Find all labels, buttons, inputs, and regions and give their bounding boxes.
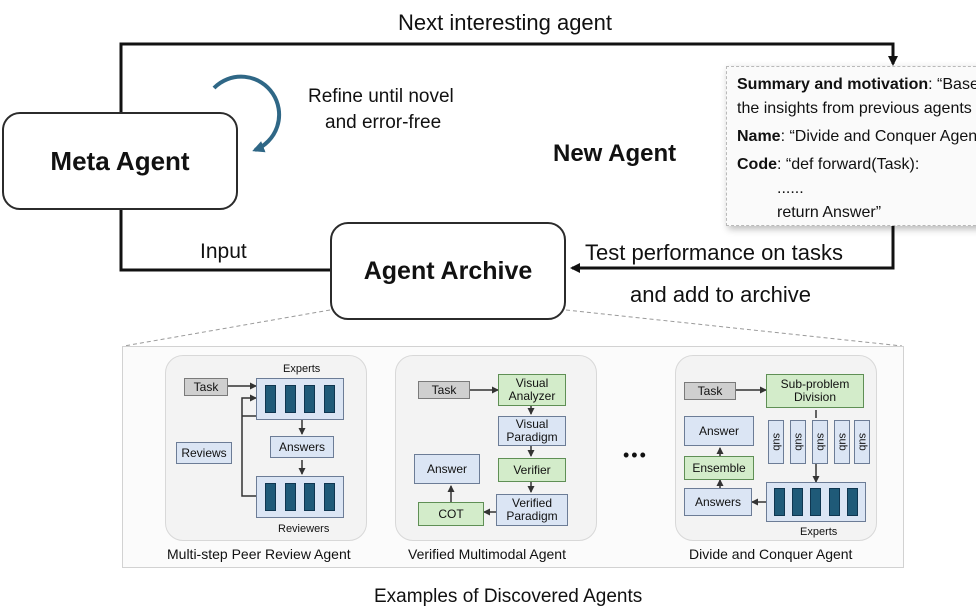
- reviewer-block: [304, 483, 316, 511]
- visual-paradigm-box: Visual Paradigm: [498, 416, 566, 446]
- experts-label: Experts: [800, 526, 838, 538]
- answers-box: Answers: [684, 488, 752, 516]
- cot-box: COT: [418, 502, 484, 526]
- code-return: return Answer”: [777, 204, 882, 221]
- refine-loop-arrow: [212, 74, 282, 153]
- divide-conquer-card: Task Sub-problem Division sub sub sub su…: [675, 355, 877, 541]
- more-agents-ellipsis: •••: [623, 445, 648, 465]
- answer-box: Answer: [414, 454, 480, 484]
- agent-archive-node: Agent Archive: [330, 222, 566, 320]
- visual-analyzer-box: Visual Analyzer: [498, 374, 566, 406]
- meta-agent-label: Meta Agent: [50, 145, 190, 176]
- verified-paradigm-box: Verified Paradigm: [496, 494, 568, 526]
- multimodal-card: Task Visual Analyzer Visual Paradigm Ver…: [395, 355, 597, 541]
- reviewers-group: [256, 476, 344, 518]
- code-dots: ......: [777, 180, 804, 197]
- experts-group: [766, 482, 866, 522]
- summary-key: Summary and motivation: [737, 76, 929, 93]
- expert-block: [284, 385, 296, 413]
- expert-block: [810, 488, 822, 516]
- examples-caption: Examples of Discovered Agents: [374, 586, 643, 607]
- expert-block: [792, 488, 804, 516]
- refine-label-line2: and error-free: [325, 112, 442, 133]
- add-archive-label: and add to archive: [630, 282, 812, 307]
- sub-box: sub: [812, 420, 828, 464]
- multimodal-caption: Verified Multimodal Agent: [408, 546, 566, 562]
- reviewers-label: Reviewers: [278, 523, 330, 535]
- name-value: : “Divide and Conquer Agent”: [780, 128, 976, 145]
- expert-block: [304, 385, 316, 413]
- experts-label: Experts: [283, 363, 321, 375]
- task-box: Task: [684, 382, 736, 400]
- task-box: Task: [418, 381, 470, 399]
- experts-group: [256, 378, 344, 420]
- reviews-box: Reviews: [176, 442, 232, 464]
- examples-panel: Experts Task Reviews Answers Reviewers M…: [122, 346, 904, 568]
- input-arrow: [116, 186, 330, 272]
- answer-box: Answer: [684, 416, 754, 446]
- reviewer-block: [323, 483, 335, 511]
- meta-agent-node: Meta Agent: [2, 112, 238, 210]
- ensemble-box: Ensemble: [684, 456, 754, 480]
- peer-review-caption: Multi-step Peer Review Agent: [167, 546, 351, 562]
- next-agent-label: Next interesting agent: [398, 10, 613, 35]
- summary-value: : “Based on: [928, 76, 976, 93]
- peer-review-card: Experts Task Reviews Answers Reviewers: [165, 355, 367, 541]
- expert-block: [265, 385, 277, 413]
- next-agent-arrow: [119, 42, 898, 112]
- sub-box: sub: [834, 420, 850, 464]
- code-key: Code: [737, 156, 777, 173]
- expert-block: [774, 488, 786, 516]
- expert-block: [846, 488, 858, 516]
- code-value: : “def forward(Task):: [777, 156, 920, 173]
- test-performance-arrow: [570, 226, 895, 273]
- reviewer-block: [265, 483, 277, 511]
- expert-block: [323, 385, 335, 413]
- new-agent-label: New Agent: [553, 140, 677, 167]
- name-key: Name: [737, 128, 781, 145]
- divide-conquer-connectors: [716, 386, 820, 506]
- new-agent-card: Summary and motivation: “Based on the in…: [726, 66, 976, 226]
- sub-box: sub: [790, 420, 806, 464]
- sub-box: sub: [854, 420, 870, 464]
- peer-review-connectors: [228, 382, 306, 497]
- subproblem-division-box: Sub-problem Division: [766, 374, 864, 408]
- summary-line2: the insights from previous agents: [737, 100, 972, 117]
- task-box: Task: [184, 378, 228, 396]
- agent-archive-label: Agent Archive: [363, 256, 533, 285]
- answers-box: Answers: [270, 436, 334, 458]
- reviewer-block: [284, 483, 296, 511]
- input-label: Input: [200, 240, 247, 263]
- verifier-box: Verifier: [498, 458, 566, 482]
- expert-block: [828, 488, 840, 516]
- sub-box: sub: [768, 420, 784, 464]
- refine-label-line1: Refine until novel: [308, 86, 454, 107]
- multimodal-connectors: [447, 386, 535, 516]
- test-performance-label: Test performance on tasks: [585, 240, 844, 265]
- divide-conquer-caption: Divide and Conquer Agent: [689, 546, 853, 562]
